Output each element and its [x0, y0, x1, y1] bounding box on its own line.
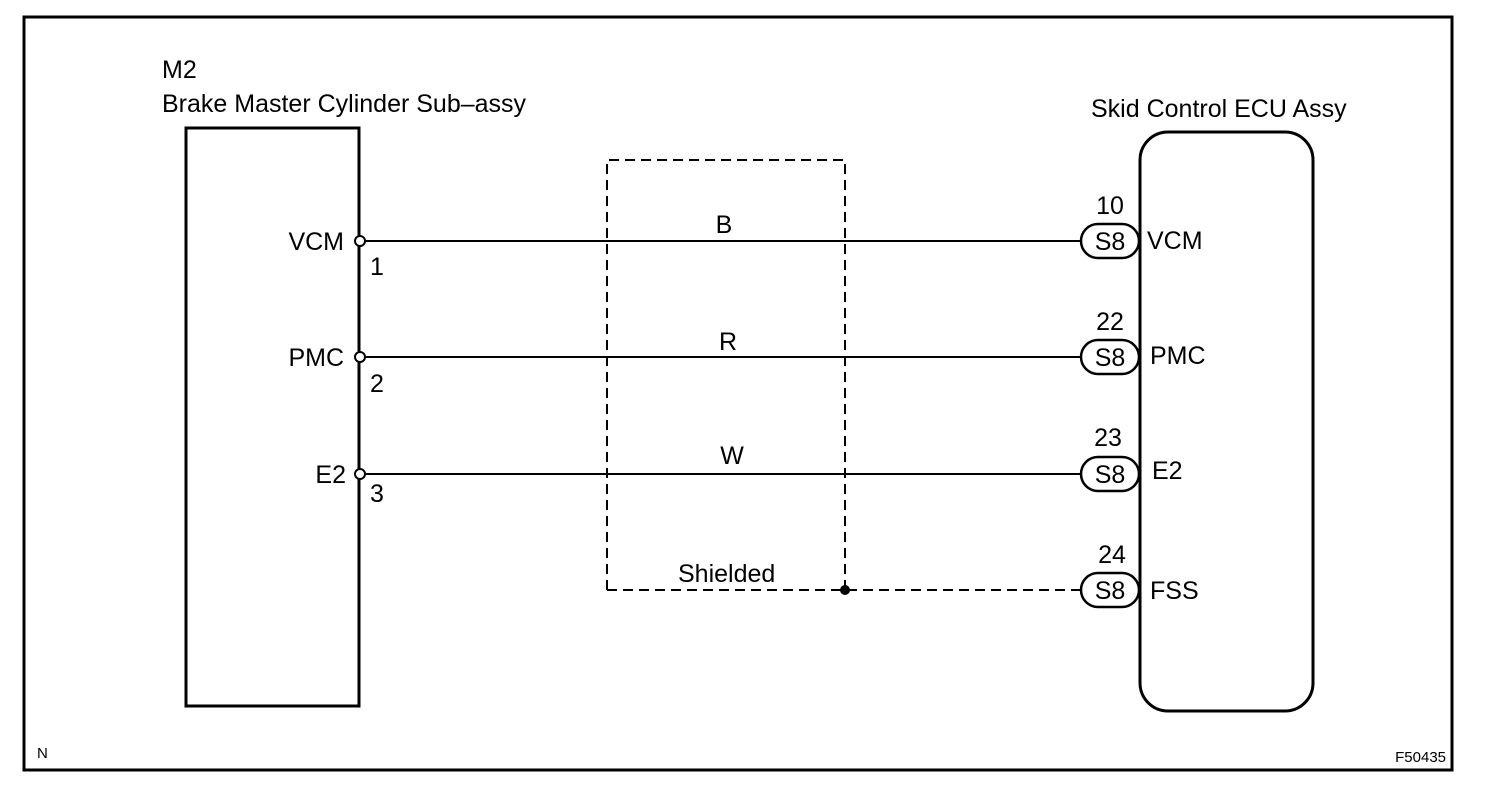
connector-label: S8: [1095, 577, 1126, 605]
right-pin-label: FSS: [1150, 577, 1199, 605]
diagram-frame: [22, 15, 1454, 772]
shield-junction-dot: [840, 585, 850, 595]
right-pin-number: 23: [1094, 424, 1122, 452]
shield-terminal-fss: 24 S8 FSS: [1079, 541, 1199, 609]
left-component-name: Brake Master Cylinder Sub–assy: [162, 90, 527, 118]
figure-id: F50435: [1395, 749, 1446, 766]
right-component-box: [1138, 130, 1315, 713]
left-pin-label: PMC: [288, 344, 344, 372]
left-pin-label: VCM: [288, 228, 344, 256]
shield-label: Shielded: [678, 560, 775, 588]
wire-color-label: B: [716, 211, 733, 239]
connector-badge: [1079, 455, 1141, 493]
wire-e2: E2 3 W 23 S8 E2: [315, 424, 1182, 508]
wire-vcm: VCM 1 B 10 S8 VCM: [288, 192, 1202, 281]
connector-badge: [1079, 338, 1141, 376]
right-pin-label: E2: [1152, 457, 1183, 485]
connector-label: S8: [1095, 461, 1126, 489]
wire-pmc: PMC 2 R 22 S8 PMC: [288, 308, 1205, 398]
connector-label: S8: [1095, 344, 1126, 372]
left-pin-number: 1: [370, 253, 384, 281]
right-pin-label: PMC: [1150, 342, 1206, 370]
left-pin-number: 2: [370, 370, 384, 398]
left-pin-number: 3: [370, 480, 384, 508]
left-pin-terminal: [354, 468, 366, 480]
corner-mark: N: [37, 745, 48, 762]
left-pin-label: E2: [315, 461, 346, 489]
wire-color-label: W: [720, 442, 744, 470]
shield-dashed-box: [606, 159, 846, 590]
right-pin-number: 22: [1096, 308, 1124, 336]
right-pin-label: VCM: [1147, 227, 1203, 255]
left-component-code: M2: [162, 56, 197, 84]
right-component-name: Skid Control ECU Assy: [1091, 95, 1347, 123]
left-pin-terminal: [354, 351, 366, 363]
right-pin-number: 10: [1096, 192, 1124, 220]
left-component-box: [184, 126, 361, 708]
left-pin-terminal: [354, 235, 366, 247]
right-pin-number: 24: [1098, 541, 1126, 569]
wire-color-label: R: [719, 328, 737, 356]
connector-badge: [1079, 222, 1141, 260]
connector-badge: [1079, 571, 1141, 609]
connector-label: S8: [1095, 228, 1126, 256]
